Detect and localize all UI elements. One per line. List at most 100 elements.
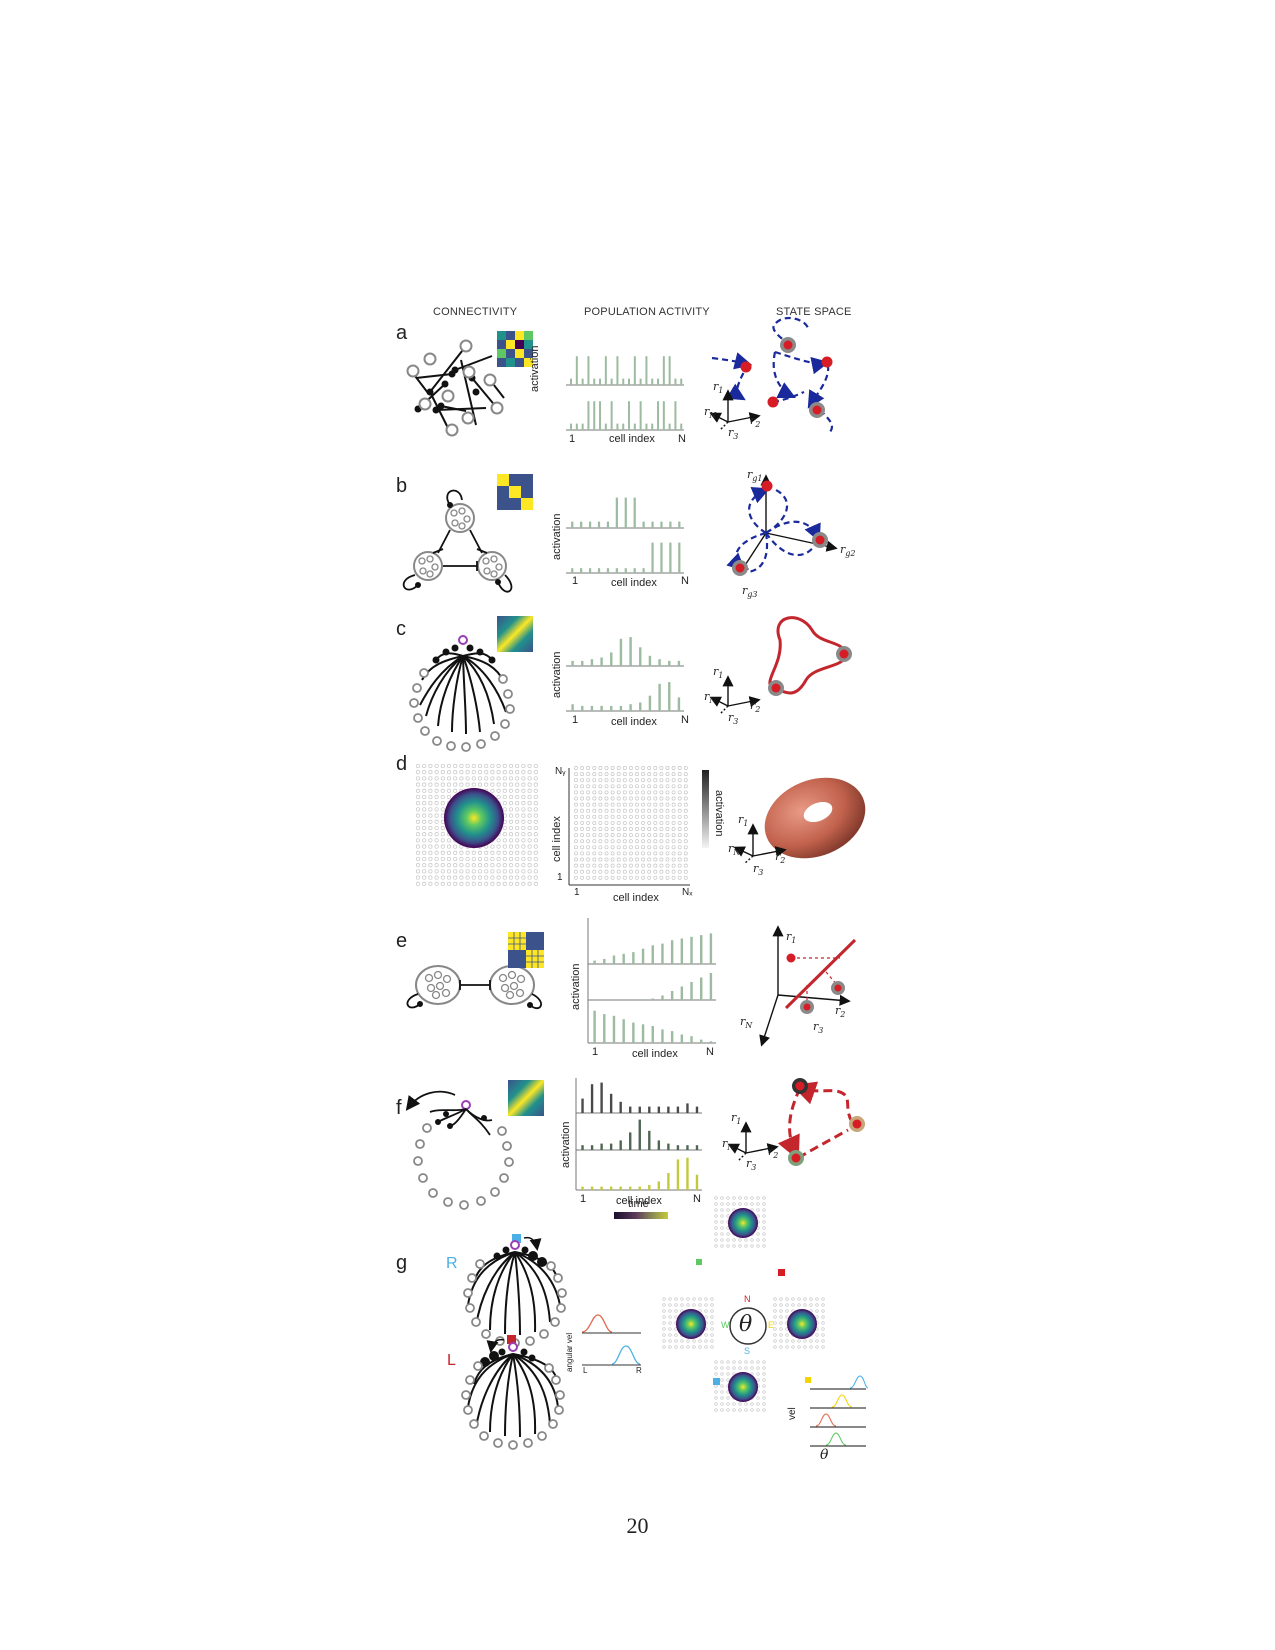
panel-a-bottom-bar (616, 423, 619, 430)
panel-e-xlabel: cell index (632, 1048, 678, 1060)
panel-d-sheet-dot (521, 813, 526, 818)
panel-a-bottom-bar (570, 423, 573, 430)
panel-d-activity-dot (628, 766, 633, 770)
panel-g-south-dot (762, 1396, 766, 1400)
panel-g-west-dot (662, 1327, 666, 1331)
panel-d-activity-dot (574, 784, 578, 789)
panel-d-sheet-dot (440, 782, 445, 787)
header-state-space: STATE SPACE (776, 306, 852, 318)
panel-d-sheet-dot (527, 844, 532, 849)
panel-d-activity-dot (622, 839, 627, 844)
panel-e-bottom-bar (680, 1034, 684, 1043)
panel-e-top-bar (603, 958, 606, 964)
panel-d-sheet-dot (453, 869, 458, 874)
panel-d-activity-dot (610, 820, 615, 825)
panel-e-middle-bar (690, 982, 693, 1000)
panel-g-south-dot (762, 1372, 766, 1376)
panel-d-activity-dot (665, 814, 670, 819)
panel-d-activity-dot (659, 869, 664, 874)
panel-g-east-dot (815, 1339, 819, 1343)
panel-g-south-dot (756, 1366, 760, 1370)
panel-d-activity-dot (665, 863, 670, 868)
panel-d-activity-dot (592, 863, 597, 868)
panel-d-sheet-dot (465, 776, 470, 781)
panel-g-north-dot (714, 1238, 718, 1242)
panel-d-axes (568, 768, 690, 886)
panel-g-west-dot (662, 1315, 666, 1319)
panel-d-sheet-dot (428, 838, 433, 843)
panel-d-sheet-dot (527, 863, 532, 868)
panel-d-sheet-dot (428, 844, 433, 849)
panel-c-ring-network (409, 635, 515, 752)
panel-d-activity-dot (586, 814, 591, 819)
panel-g-east-dot (821, 1297, 825, 1301)
panel-d-activity-dot (586, 802, 591, 807)
panel-d-activity-dot (574, 814, 578, 819)
panel-g-west-dot (674, 1303, 678, 1307)
panel-d-activity-dot (635, 827, 639, 831)
panel-g-north-dot (720, 1238, 724, 1242)
panel-d-sheet-dot (422, 763, 427, 769)
panel-d-sheet-dot (477, 850, 483, 855)
panel-d-sheet-dot (515, 801, 520, 806)
panel-d-activity-dot (616, 851, 621, 856)
panel-d-sheet-dot (515, 782, 520, 787)
panel-c-top-bar (648, 655, 652, 666)
panel-g-vel-label: vel (787, 1407, 798, 1420)
panel-g-west-dot (662, 1297, 666, 1301)
panel-d-sheet-dot (453, 782, 458, 787)
panel-d-sheet-dot (415, 763, 421, 769)
panel-d-activity-dot (653, 778, 658, 783)
panel-d-sheet-dot (490, 869, 495, 874)
panel-g-west-dot (692, 1339, 696, 1343)
panel-d-sheet-dot (496, 782, 501, 787)
panel-a-x-end: N (678, 433, 686, 445)
panel-d-activity-dot (641, 839, 646, 844)
panel-d-sheet-dot (434, 782, 439, 787)
panel-f-xlabel: cell index (616, 1195, 662, 1207)
panel-d-activity-dot (592, 814, 597, 819)
panel-b-bottom-bar (669, 542, 672, 573)
panel-d-sheet-dot (496, 838, 501, 843)
panel-d-activity-dot (598, 863, 603, 868)
panel-d-activity-dot (592, 784, 597, 789)
panel-d-activity-dot (635, 796, 639, 801)
panel-a-bottom-bar (587, 401, 590, 430)
panel-d-activity-dot (647, 833, 652, 838)
panel-g-east-dot (779, 1303, 783, 1307)
panel-g-north-dot (762, 1238, 766, 1242)
panel-d-sheet-dot (508, 782, 514, 787)
panel-g-east-dot (779, 1315, 783, 1319)
panel-a-bottom-bar (581, 423, 584, 430)
panel-g-south-dot (756, 1360, 760, 1364)
panel-d-activity-dot (635, 808, 639, 813)
panel-a-top-bar (604, 356, 607, 385)
panel-g-south-dot (714, 1372, 718, 1376)
panel-g-west-dot (704, 1297, 708, 1301)
panel-d-activity-dot (586, 820, 591, 825)
panel-d-sheet-dot (502, 763, 507, 769)
panel-f-top-bar (695, 1106, 699, 1113)
panel-d-activity-dot (653, 790, 658, 795)
panel-d-sheet-dot (515, 807, 520, 812)
panel-c-top-bar (571, 660, 574, 666)
panel-g-north-dot (714, 1208, 718, 1212)
panel-d-sheet-dot (527, 881, 532, 886)
panel-e-bottom-bar (612, 1015, 616, 1043)
panel-d-sheet-dot (422, 813, 427, 818)
panel-d-activity-dot (671, 784, 676, 789)
panel-d-activity-dot (683, 869, 688, 874)
panel-b-bars-top (571, 497, 681, 528)
panel-g-west-dot (698, 1345, 702, 1349)
panel-d-activity-dot (592, 802, 597, 807)
panel-d-sheet-dot (508, 813, 514, 818)
panel-d-activity-dot (647, 845, 652, 850)
panel-g-north-dot (720, 1202, 724, 1206)
panel-d-r3: r3 (753, 862, 764, 878)
panel-e-ylabel: activation (570, 963, 582, 1010)
panel-d-activity-dot (683, 845, 688, 850)
compass-W: W (721, 1320, 730, 1330)
panel-e-bottom-bar (593, 1010, 596, 1043)
panel-d-activity-dot (622, 869, 627, 874)
panel-d-activity-dot (677, 802, 682, 807)
